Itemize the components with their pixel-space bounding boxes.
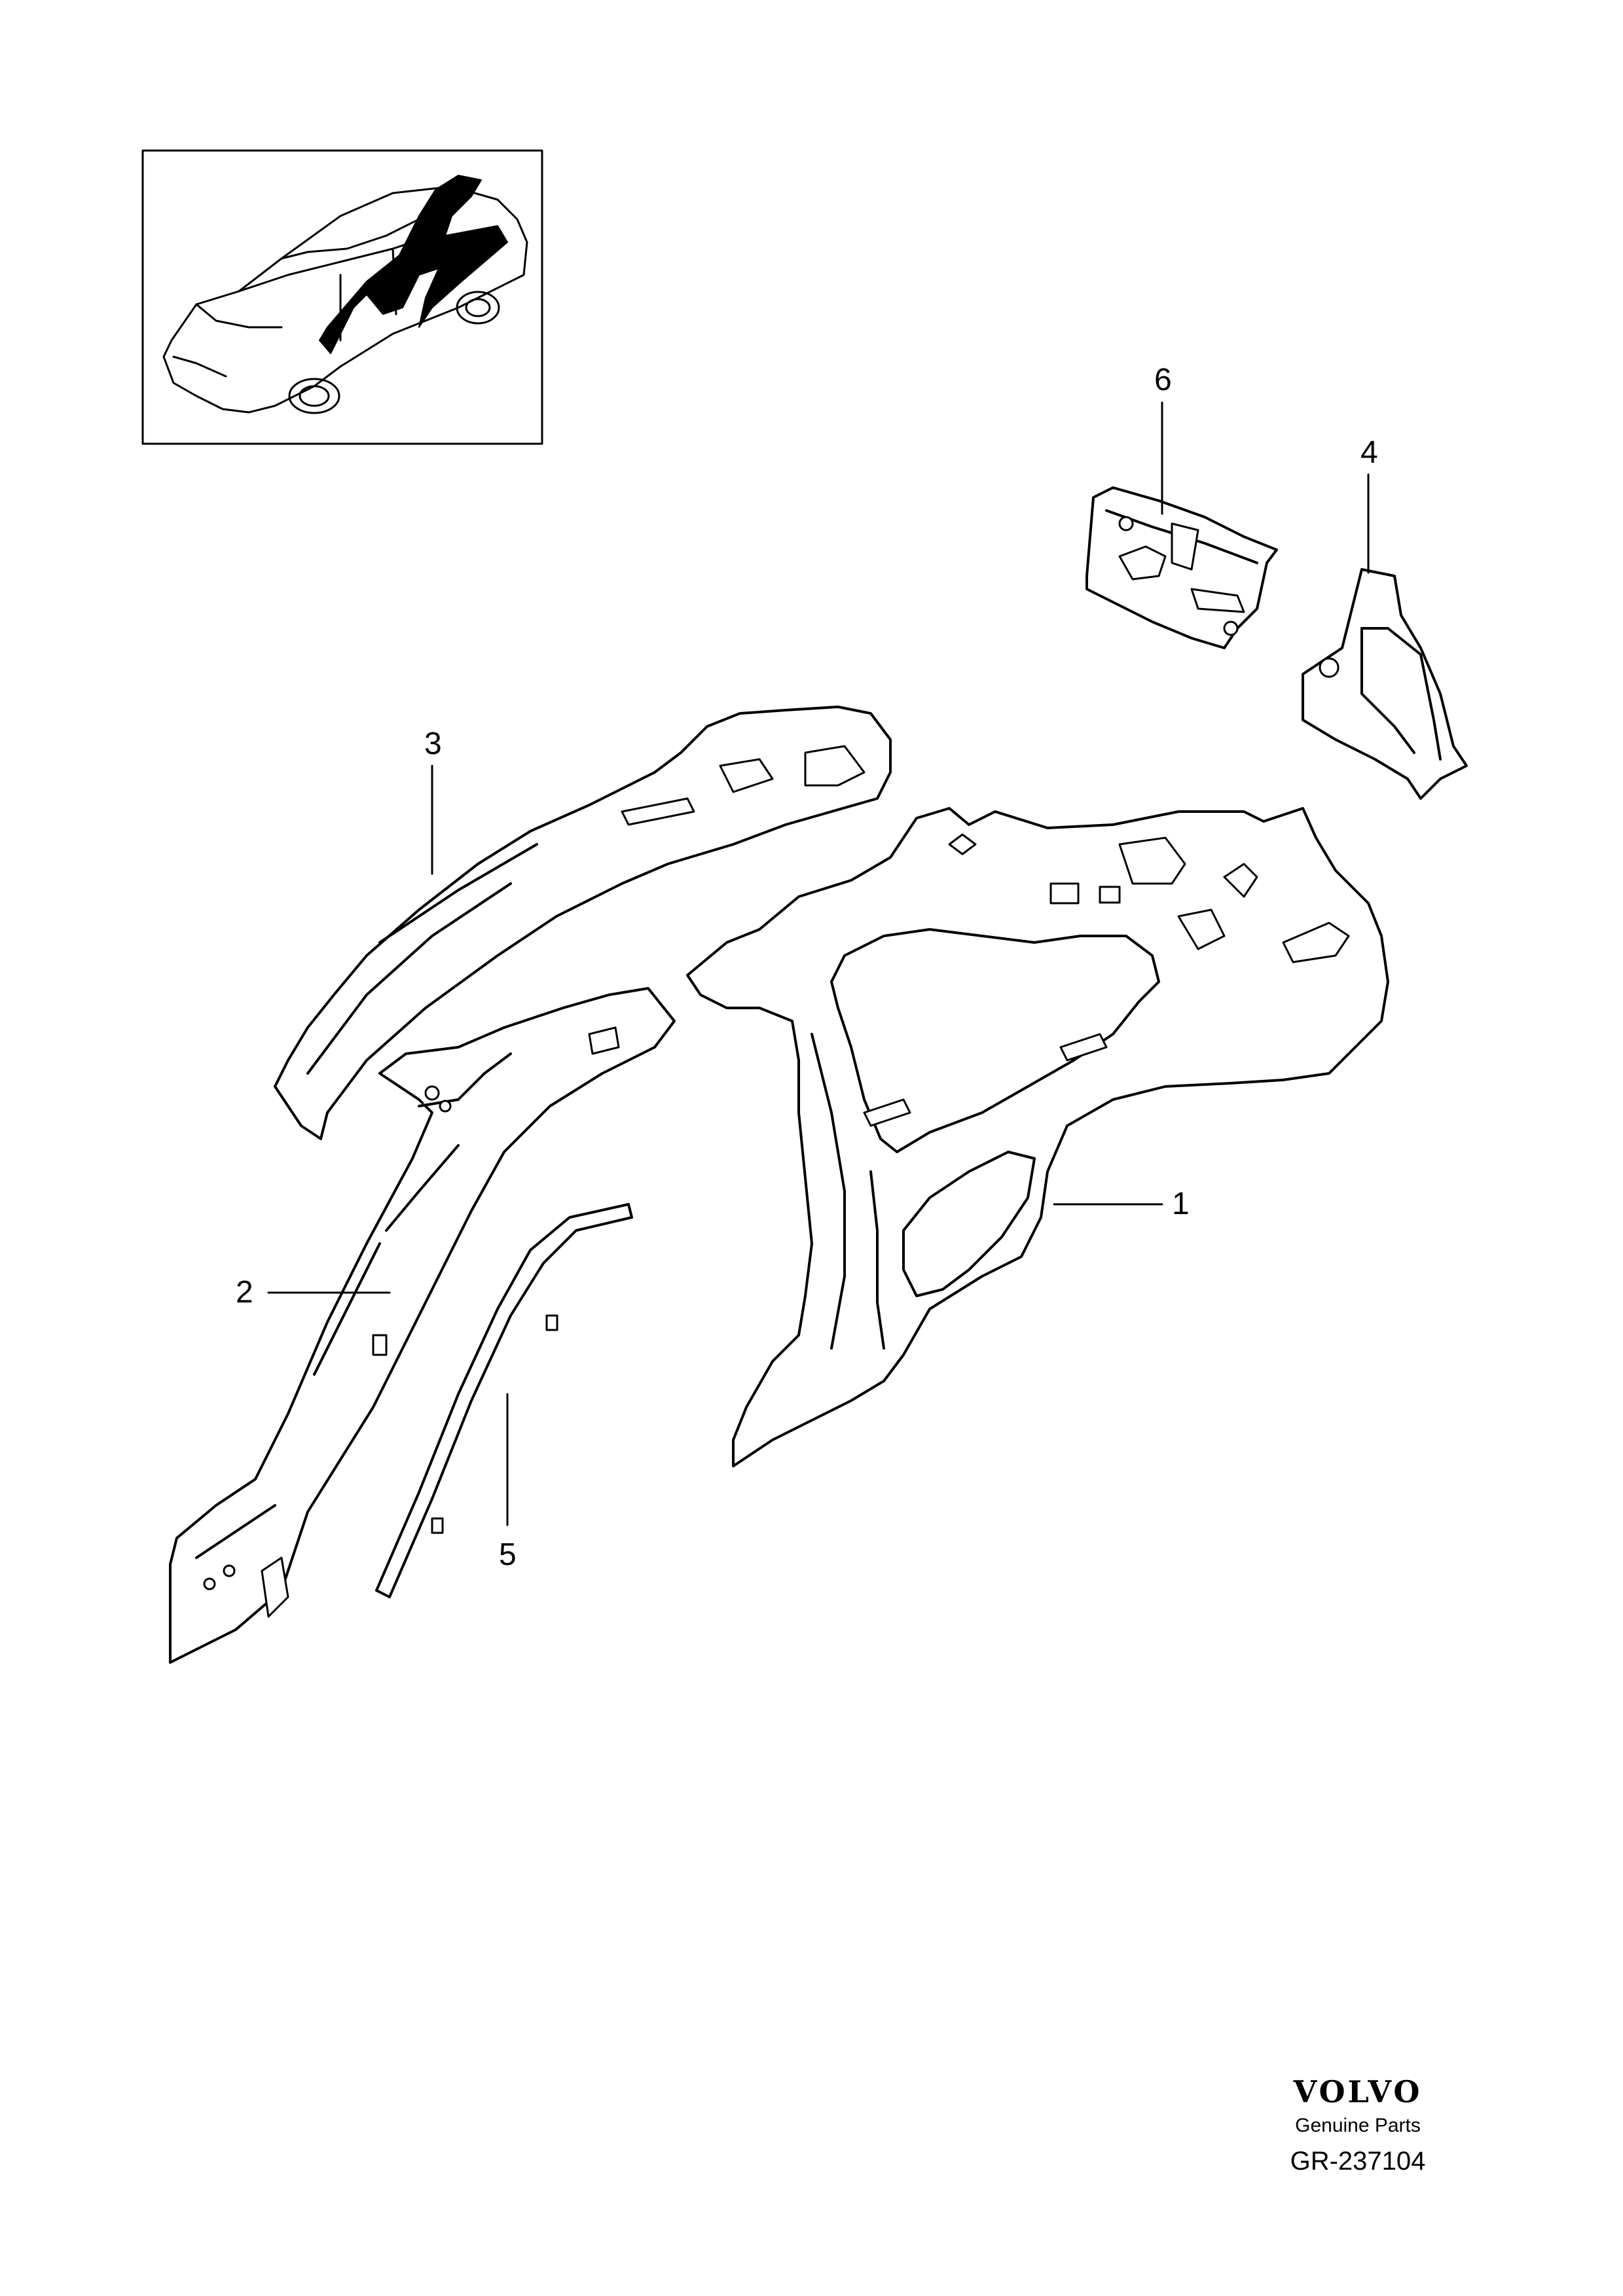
- part-5-seal-strip: [375, 1203, 633, 1598]
- overview-thumbnail: [141, 149, 543, 445]
- leader-lines: [267, 401, 1370, 1526]
- callout-1: 1: [1172, 1187, 1190, 1221]
- part-4-bracket: [1302, 568, 1468, 800]
- part-3-roof-rail: [274, 706, 892, 1140]
- highlighted-area-icon: [319, 175, 508, 354]
- callout-6: 6: [1154, 363, 1172, 397]
- callout-3: 3: [424, 726, 442, 761]
- callout-5: 5: [499, 1537, 517, 1572]
- callout-4: 4: [1360, 435, 1378, 470]
- callout-2: 2: [236, 1275, 253, 1310]
- brand-block: VOLVO Genuine Parts GR-237104: [1273, 2075, 1443, 2177]
- part-6-rear-panel: [1085, 486, 1278, 649]
- part-2-b-pillar: [169, 987, 676, 1664]
- part-1-quarter-panel: [686, 807, 1389, 1467]
- volvo-logo: VOLVO: [1293, 2074, 1423, 2109]
- brand-subtitle: Genuine Parts: [1295, 2115, 1421, 2136]
- diagram-code: GR-237104: [1290, 2147, 1426, 2176]
